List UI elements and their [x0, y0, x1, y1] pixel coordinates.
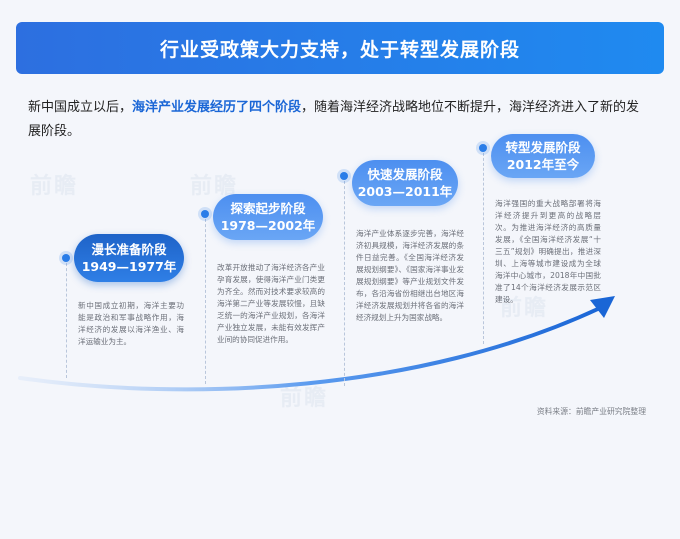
stage-connector: [205, 214, 206, 384]
stage-description-4: 海洋强国的重大战略部署将海洋经济提升到更高的战略层次。为推进海洋经济的高质量发展…: [495, 199, 601, 304]
stage-period: 2012年至今: [506, 157, 580, 172]
stage-dot: [201, 210, 209, 218]
stage-connector: [66, 258, 67, 378]
stage-period: 1949—1977年: [81, 259, 177, 274]
intro-highlight: 海洋产业发展经历了四个阶段: [132, 100, 302, 115]
stage-description-2: 改革开放推动了海洋经济各产业孕育发展，使得海洋产业门类更为齐全。然而对技术要求较…: [217, 263, 325, 344]
stage-dot: [479, 144, 487, 152]
stage-badge-4: 转型发展阶段 2012年至今: [491, 134, 595, 178]
intro-text-after: ，随着海洋经济战略地位不断提升，海洋经济进入了新的发展阶段。: [28, 100, 640, 139]
stage-connector: [344, 176, 345, 386]
stage-badge-2: 探索起步阶段 1978—2002年: [213, 194, 323, 240]
stage-period: 2003—2011年: [357, 184, 453, 199]
stage-badge-3: 快速发展阶段 2003—2011年: [352, 160, 458, 206]
stage-name: 转型发展阶段: [505, 140, 581, 155]
stage-period: 1978—2002年: [220, 218, 316, 233]
stage-description-1: 新中国成立初期，海洋主要功能是政治和军事战略作用，海洋经济的发展以海洋渔业、海洋…: [78, 301, 184, 346]
stage-dot: [340, 172, 348, 180]
stage-name: 漫长准备阶段: [91, 242, 167, 257]
watermark-logo: 前瞻: [280, 386, 329, 411]
source-note: 资料来源：前瞻产业研究院整理: [536, 407, 646, 416]
watermark-logo: 前瞻: [500, 296, 549, 321]
arrow-head-icon: [590, 296, 615, 318]
page-title: 行业受政策大力支持，处于转型发展阶段: [159, 38, 520, 61]
intro-paragraph: 新中国成立以后，海洋产业发展经历了四个阶段，随着海洋经济战略地位不断提升，海洋经…: [28, 96, 652, 144]
stage-badge-1: 漫长准备阶段 1949—1977年: [74, 234, 184, 282]
stage-description-3: 海洋产业体系逐步完善，海洋经济初具规模，海洋经济发展的条件日益完善。《全国海洋经…: [356, 229, 464, 322]
stage-connector: [483, 148, 484, 344]
stage-name: 探索起步阶段: [230, 201, 306, 216]
title-banner: 行业受政策大力支持，处于转型发展阶段: [16, 22, 664, 74]
stage-name: 快速发展阶段: [367, 167, 443, 182]
intro-text-before: 新中国成立以后，: [28, 100, 133, 115]
watermark-logo: 前瞻: [30, 174, 79, 199]
stage-dot: [62, 254, 70, 262]
